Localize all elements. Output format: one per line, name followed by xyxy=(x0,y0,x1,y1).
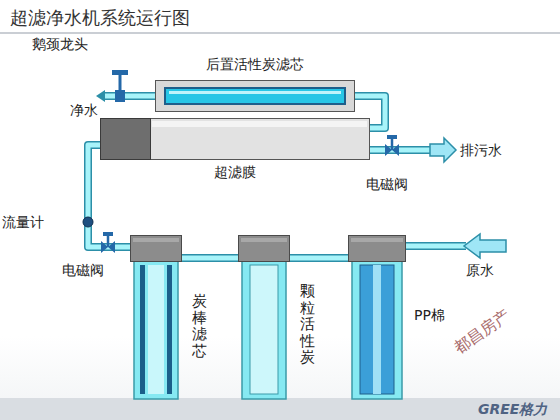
filter-housing: 炭棒滤芯 xyxy=(130,235,182,400)
filter-shape xyxy=(348,235,406,400)
flow-meter xyxy=(83,217,93,227)
title-rule xyxy=(0,32,560,34)
solenoid-valve xyxy=(101,232,115,253)
water-pipe xyxy=(182,256,238,261)
water-pipe xyxy=(88,145,130,247)
component-label: PP棉 xyxy=(414,307,445,325)
valve-label: 电磁阀 xyxy=(62,262,104,280)
faucet xyxy=(96,70,155,102)
flowmeter-label: 流量计 xyxy=(2,214,44,232)
filter-tube: 超滤膜 xyxy=(100,118,370,160)
inlet-label: 原水 xyxy=(466,262,494,280)
filter-shape xyxy=(155,80,355,112)
faucet-label: 鹅颈龙头 xyxy=(32,36,88,54)
watermark: 都昌房产 xyxy=(450,305,514,359)
filter-tube: 后置活性炭滤芯 xyxy=(155,80,355,112)
drain-pipe xyxy=(370,138,456,162)
diagram-title: 超滤净水机系统运行图 xyxy=(10,6,190,30)
raw-water-inlet xyxy=(406,234,506,258)
outlet-label: 净水 xyxy=(70,102,98,120)
solenoid-valve xyxy=(385,135,399,156)
filter-shape xyxy=(238,235,290,400)
valve-label: 电磁阀 xyxy=(366,176,408,194)
component-label: 超滤膜 xyxy=(214,164,256,182)
water-pipe xyxy=(290,256,348,261)
component-label: 后置活性炭滤芯 xyxy=(206,56,304,74)
filter-housing: PP棉 xyxy=(348,235,406,400)
filter-shape xyxy=(130,235,182,400)
filter-shape xyxy=(100,118,370,160)
footer-band xyxy=(0,398,560,420)
pipe-outline xyxy=(290,254,348,262)
component-label: 炭棒滤芯 xyxy=(192,293,207,359)
filter-housing: 颗粒活性炭 xyxy=(238,235,290,400)
pipe-outline xyxy=(182,254,238,262)
brand-logo: GREE格力 xyxy=(478,401,547,419)
drain-label: 排污水 xyxy=(460,142,502,160)
component-label: 颗粒活性炭 xyxy=(300,283,315,366)
pipe-outline xyxy=(88,145,130,247)
